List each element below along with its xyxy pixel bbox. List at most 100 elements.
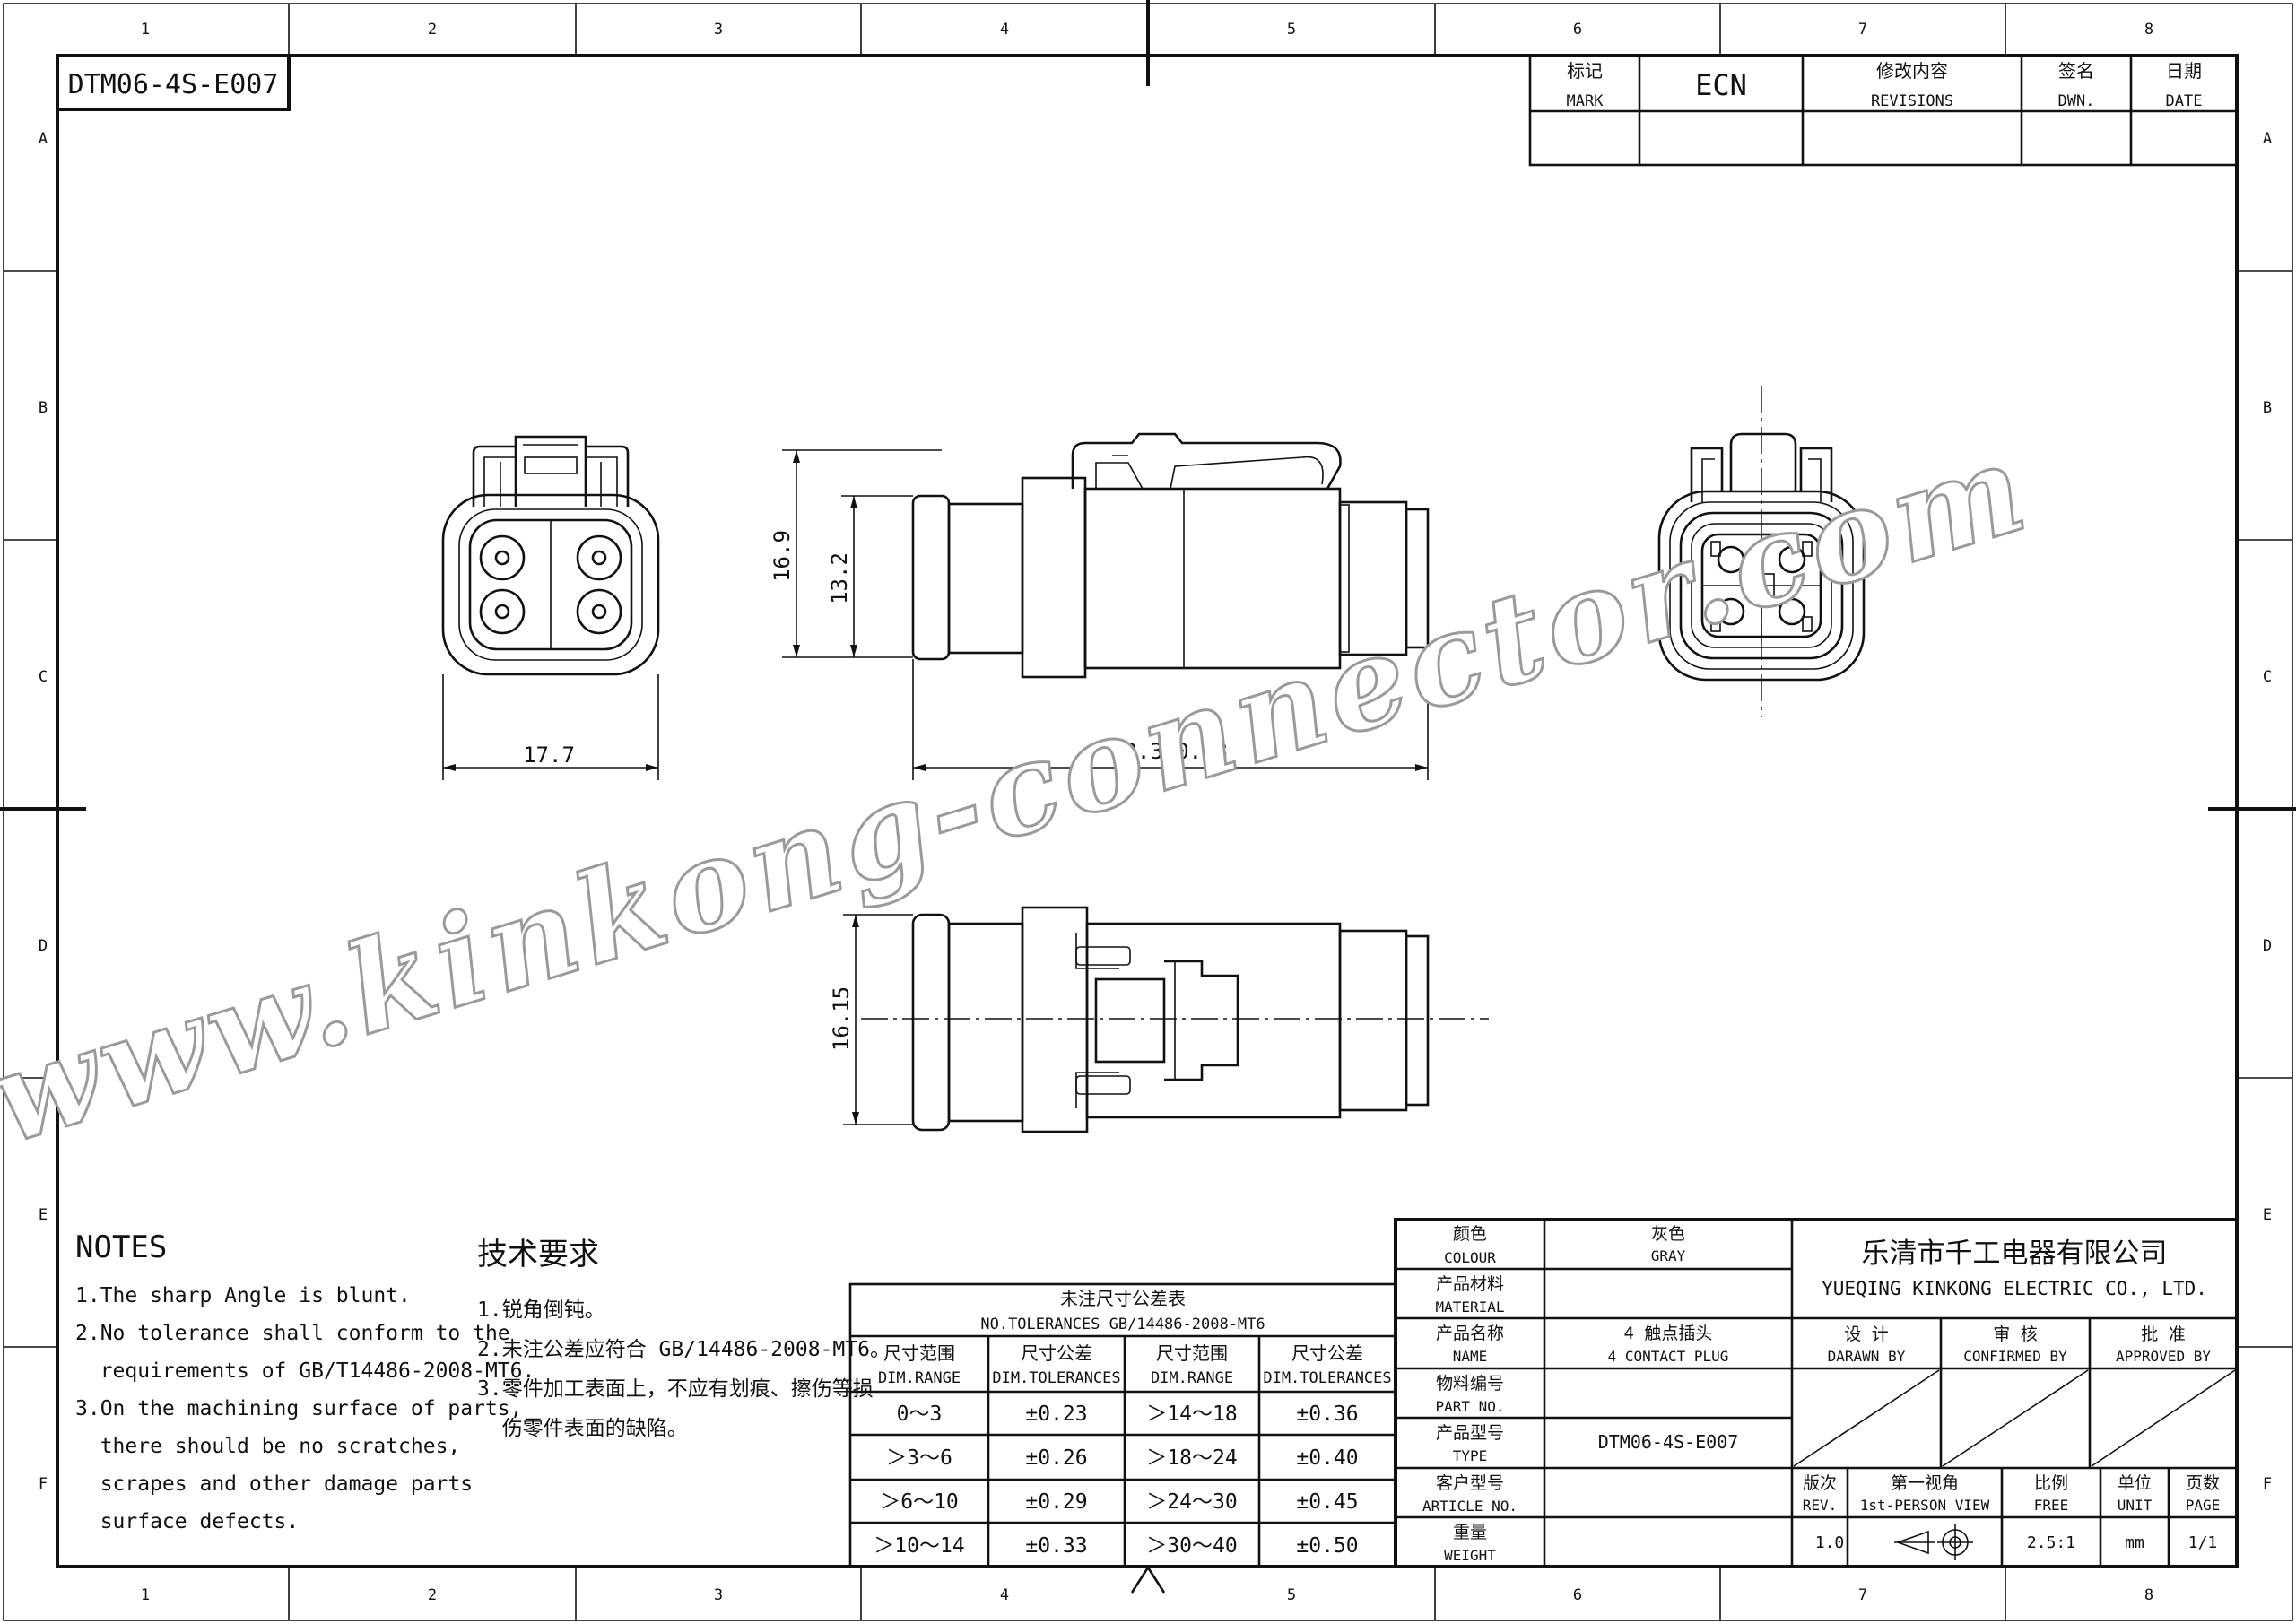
value-unit: mm xyxy=(2125,1533,2144,1552)
field-weight-label-zh: 重量 xyxy=(1453,1523,1487,1542)
tol-cell: ±0.29 xyxy=(1025,1490,1087,1514)
rev-date-zh: 日期 xyxy=(2166,60,2202,82)
tol-cell: ±0.26 xyxy=(1025,1446,1087,1470)
value-page: 1/1 xyxy=(2188,1533,2218,1552)
dim-side-length: 40.3±0.63 xyxy=(1111,739,1228,764)
approval-approved-zh: 批 准 xyxy=(2141,1324,2185,1344)
zone-col-3-top: 3 xyxy=(714,21,723,39)
field-type-label-en: TYPE xyxy=(1453,1447,1488,1464)
field-name-value-en: 4 CONTACT PLUG xyxy=(1608,1348,1729,1365)
zone-row-b-right: B xyxy=(2263,399,2272,417)
zone-col-5-top: 5 xyxy=(1287,21,1296,39)
info-page-zh: 页数 xyxy=(2186,1473,2220,1493)
tol-title-en: NO.TOLERANCES GB/14486-2008-MT6 xyxy=(980,1316,1265,1333)
tol-header-2-zh: 尺寸公差 xyxy=(1021,1342,1092,1364)
front-view: 17.7 xyxy=(441,435,660,780)
tol-cell: ＞14～18 xyxy=(1146,1403,1237,1426)
tol-cell: ＞24～30 xyxy=(1146,1490,1237,1514)
revision-block: 标记 MARK ECN 修改内容 REVISIONS 签名 DWN. 日期 DA… xyxy=(1528,54,2239,167)
zone-row-e-left: E xyxy=(39,1206,48,1224)
approval-approved-en: APPROVED BY xyxy=(2116,1348,2211,1365)
field-type-value: DTM06-4S-E007 xyxy=(1598,1431,1739,1453)
tol-header-3-zh: 尺寸范围 xyxy=(1156,1342,1228,1364)
field-type-label-zh: 产品型号 xyxy=(1436,1423,1504,1443)
info-view-en: 1st-PERSON VIEW xyxy=(1860,1497,1990,1514)
notes-zh-title: 技术要求 xyxy=(477,1237,599,1272)
field-weight-label-en: WEIGHT xyxy=(1444,1547,1496,1564)
tol-header-1-en: DIM.RANGE xyxy=(878,1369,961,1387)
tol-title-zh: 未注尺寸公差表 xyxy=(1060,1288,1186,1309)
rev-mark-zh: 标记 xyxy=(1567,60,1603,82)
rear-view xyxy=(1657,386,1866,717)
front-cavities xyxy=(479,534,622,635)
value-rev: 1.0 xyxy=(1815,1533,1845,1552)
rev-dwn-zh: 签名 xyxy=(2058,60,2094,82)
zone-col-4-top: 4 xyxy=(1000,21,1009,39)
tol-header-4-en: DIM.TOLERANCES xyxy=(1263,1369,1391,1387)
tol-cell: ±0.40 xyxy=(1296,1446,1358,1470)
dim-top-height: 16.15 xyxy=(829,986,854,1051)
part-number: DTM06-4S-E007 xyxy=(68,69,279,100)
field-colour-label-zh: 颜色 xyxy=(1453,1224,1487,1244)
info-rev-zh: 版次 xyxy=(1803,1473,1837,1493)
notes-zh-line-4: 伤零件表面的缺陷。 xyxy=(477,1417,688,1440)
info-page-en: PAGE xyxy=(2186,1497,2221,1514)
field-name-value-zh: 4 触点插头 xyxy=(1624,1324,1713,1343)
zone-row-f-right: F xyxy=(2263,1475,2272,1493)
zone-row-c-left: C xyxy=(39,668,48,686)
notes-en-line-2: 2.No tolerance shall conform to the xyxy=(75,1322,510,1345)
field-colour-value-en: GRAY xyxy=(1651,1247,1686,1264)
notes-en-line-4: 3.On the machining surface of parts, xyxy=(75,1397,523,1420)
zone-col-1-top: 1 xyxy=(141,21,150,39)
zone-row-f-left: F xyxy=(39,1475,48,1493)
tolerance-table: 未注尺寸公差表 NO.TOLERANCES GB/14486-2008-MT6 … xyxy=(848,1282,1397,1568)
zone-col-4-bottom: 4 xyxy=(1000,1586,1009,1604)
approval-drawn-en: DARAWN BY xyxy=(1828,1348,1906,1365)
tol-cell: ±0.50 xyxy=(1296,1534,1358,1558)
tol-cell: ＞3～6 xyxy=(886,1446,952,1470)
info-unit-en: UNIT xyxy=(2118,1497,2152,1514)
part-number-box: DTM06-4S-E007 xyxy=(56,54,291,111)
notes-zh-line-1: 1.锐角倒钝。 xyxy=(477,1298,605,1322)
tol-header-2-en: DIM.TOLERANCES xyxy=(992,1369,1120,1387)
dim-side-height-inner: 13.2 xyxy=(827,552,852,604)
notes-en-title: NOTES xyxy=(75,1229,167,1265)
zone-col-2-bottom: 2 xyxy=(428,1586,437,1604)
approval-drawn-zh: 设 计 xyxy=(1844,1324,1888,1344)
notes-zh-line-3: 3.零件加工表面上，不应有划痕、擦伤等损 xyxy=(477,1377,874,1401)
top-view: 16.15 xyxy=(829,906,1489,1133)
tol-cell: ±0.45 xyxy=(1296,1490,1358,1514)
info-rev-en: REV. xyxy=(1803,1497,1838,1514)
title-block: 乐清市千工电器有限公司 YUEQING KINKONG ELECTRIC CO.… xyxy=(1394,1218,2239,1568)
notes-en-line-7: surface defects. xyxy=(75,1510,299,1533)
rear-cavities xyxy=(1710,541,1813,632)
dim-side-height-outer: 16.9 xyxy=(770,530,795,582)
zone-row-a-right: A xyxy=(2263,130,2272,148)
rev-revisions-zh: 修改内容 xyxy=(1876,60,1948,82)
tol-cell: ＞10～14 xyxy=(874,1534,964,1558)
field-material-label-zh: 产品材料 xyxy=(1436,1274,1504,1294)
zone-col-2-top: 2 xyxy=(428,21,437,39)
notes-zh-line-2: 2.未注公差应符合 GB/14486-2008-MT6。 xyxy=(477,1338,891,1361)
field-material-label-en: MATERIAL xyxy=(1435,1298,1504,1316)
dim-front-width: 17.7 xyxy=(523,743,575,768)
projection-symbol-icon xyxy=(1894,1524,1973,1560)
rev-revisions-en: REVISIONS xyxy=(1871,92,1953,110)
tol-cell: ±0.36 xyxy=(1296,1403,1358,1426)
zone-col-7-bottom: 7 xyxy=(1858,1586,1867,1604)
zone-col-6-bottom: 6 xyxy=(1573,1586,1582,1604)
tol-header-4-zh: 尺寸公差 xyxy=(1292,1342,1363,1364)
rev-ecn: ECN xyxy=(1695,68,1747,102)
tol-cell: ±0.33 xyxy=(1025,1534,1087,1558)
zone-col-8-top: 8 xyxy=(2144,21,2153,39)
tol-cell: ＞18～24 xyxy=(1146,1446,1237,1470)
info-scale-en: FREE xyxy=(2034,1497,2069,1514)
zone-row-c-right: C xyxy=(2263,668,2272,686)
tol-header-3-en: DIM.RANGE xyxy=(1151,1369,1233,1387)
rev-mark-en: MARK xyxy=(1567,92,1605,110)
notes-en-line-5: there should be no scratches, xyxy=(75,1435,460,1458)
field-colour-label-en: COLOUR xyxy=(1444,1249,1496,1266)
approval-confirmed-zh: 审 核 xyxy=(1993,1324,2037,1344)
notes-en-line-1: 1.The sharp Angle is blunt. xyxy=(75,1284,411,1307)
